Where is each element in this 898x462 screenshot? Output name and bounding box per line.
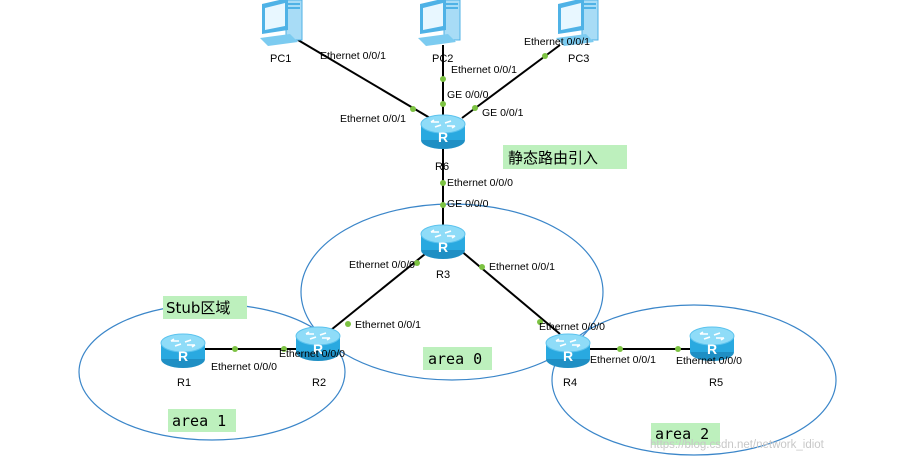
r1-node[interactable]: R1	[160, 333, 206, 389]
r2-label: R2	[312, 377, 326, 389]
pc2-node[interactable]: PC2	[417, 0, 461, 65]
area0-tag: area 0	[423, 347, 492, 370]
area2-tag: area 2	[651, 423, 720, 445]
r4-label: R4	[563, 377, 577, 389]
port-dots	[232, 53, 681, 352]
r6-e000-label: Ethernet 0/0/0	[447, 177, 513, 189]
r6-label: R6	[435, 161, 449, 173]
port-dot	[232, 346, 238, 352]
watermark-text: https://blog.csdn.net/network_idiot	[650, 439, 825, 451]
pc2-label: PC2	[432, 53, 453, 65]
r6-node[interactable]: R6	[420, 114, 466, 173]
link-r3-r4	[459, 249, 561, 335]
pc3-node[interactable]: PC3	[555, 0, 599, 65]
r1-e000-label: Ethernet 0/0/0	[211, 361, 277, 373]
pc3-port-label: Ethernet 0/0/1	[524, 36, 590, 48]
area1-text: area 1	[172, 412, 226, 430]
port-labels: Ethernet 0/0/1 Ethernet 0/0/1 Ethernet 0…	[211, 36, 742, 373]
r5-label: R5	[709, 377, 723, 389]
r5-e000-label: Ethernet 0/0/0	[676, 355, 742, 367]
port-dot	[440, 202, 446, 208]
port-dot	[414, 260, 420, 266]
r4-e000-label: Ethernet 0/0/0	[539, 321, 605, 333]
port-dot	[617, 346, 623, 352]
r3-ge000-label: GE 0/0/0	[447, 198, 489, 210]
pc1-label: PC1	[270, 53, 291, 65]
area2-boundary	[551, 304, 837, 456]
stub-area-tag: Stub区域	[163, 296, 247, 319]
port-dot	[440, 76, 446, 82]
r3-e000-label: Ethernet 0/0/0	[349, 259, 415, 271]
port-dot	[675, 346, 681, 352]
port-dot	[537, 319, 543, 325]
router-icon	[420, 224, 466, 260]
router-icon	[420, 114, 466, 150]
links	[200, 39, 700, 350]
r2-e001-label: Ethernet 0/0/1	[355, 319, 421, 331]
pc2-port-label: Ethernet 0/0/1	[451, 64, 517, 76]
port-dot	[479, 264, 485, 270]
link-pc1-r6	[297, 39, 431, 119]
pc-icon	[259, 0, 303, 47]
static-import-text: 静态路由引入	[508, 149, 598, 167]
area0-text: area 0	[428, 350, 482, 368]
port-dot	[472, 105, 478, 111]
r2-e000-label: Ethernet 0/0/0	[279, 348, 345, 360]
router-icon	[545, 333, 591, 369]
port-dot	[345, 321, 351, 327]
router-icon	[160, 333, 206, 369]
port-dot	[440, 101, 446, 107]
r1-label: R1	[177, 377, 191, 389]
pc3-label: PC3	[568, 53, 589, 65]
area0-boundary	[300, 203, 604, 381]
link-r3-r2	[325, 249, 431, 335]
port-dot	[410, 106, 416, 112]
r3-e001-label: Ethernet 0/0/1	[489, 261, 555, 273]
stub-area-text: Stub区域	[166, 299, 230, 317]
r6-ge001-label: GE 0/0/1	[482, 107, 524, 119]
pc1-node[interactable]: PC1	[259, 0, 303, 65]
static-import-tag: 静态路由引入	[503, 145, 627, 169]
r6-ge000-label: GE 0/0/0	[447, 89, 489, 101]
r5-node[interactable]: R5	[689, 326, 735, 389]
port-dot	[440, 180, 446, 186]
r2-node[interactable]: R2	[295, 326, 341, 389]
r4-e001-label: Ethernet 0/0/1	[590, 354, 656, 366]
port-dot	[542, 53, 548, 59]
port-dot	[281, 346, 287, 352]
pc-icon	[417, 0, 461, 47]
area1-tag: area 1	[168, 409, 236, 432]
area2-text: area 2	[655, 425, 709, 443]
r4-node[interactable]: R4	[545, 333, 591, 389]
r3-label: R3	[436, 269, 450, 281]
r3-node[interactable]: R3	[420, 224, 466, 281]
pc1-port-label: Ethernet 0/0/1	[320, 50, 386, 62]
r6-e001-label: Ethernet 0/0/1	[340, 113, 406, 125]
